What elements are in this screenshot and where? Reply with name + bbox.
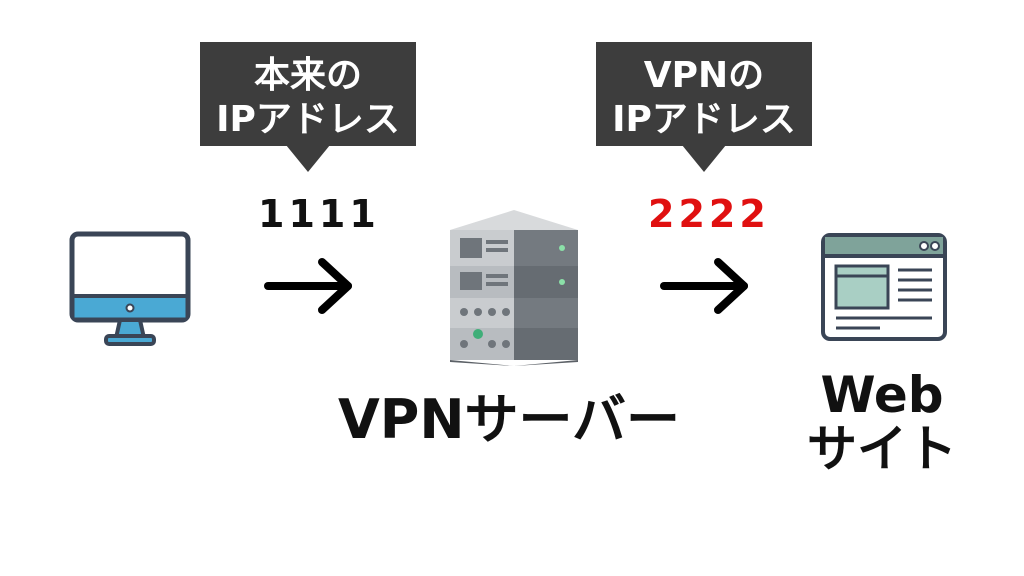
vpn-ip-bubble-line1: VPNの: [643, 55, 765, 96]
browser-window-icon: [821, 233, 947, 341]
original-ip-bubble-line2: IPアドレス: [216, 99, 400, 140]
vpn-server-label: VPNサーバー: [337, 388, 681, 451]
server-rack-icon: [450, 210, 578, 366]
website-label-line1: Web: [820, 366, 944, 424]
arrow-right-icon: [660, 258, 748, 314]
arrow-right-icon: [264, 258, 352, 314]
website-label: Web サイト: [792, 368, 972, 476]
original-ip-value: 1111: [258, 192, 380, 236]
vpn-ip-bubble: VPNの IPアドレス: [596, 42, 812, 172]
original-ip-bubble-line1: 本来の: [253, 55, 362, 96]
desktop-monitor-icon: [69, 231, 191, 346]
original-ip-bubble: 本来の IPアドレス: [200, 42, 416, 172]
vpn-ip-value: 2222: [648, 192, 770, 236]
vpn-ip-bubble-line2: IPアドレス: [612, 99, 796, 140]
website-label-line2: サイト: [807, 420, 957, 478]
